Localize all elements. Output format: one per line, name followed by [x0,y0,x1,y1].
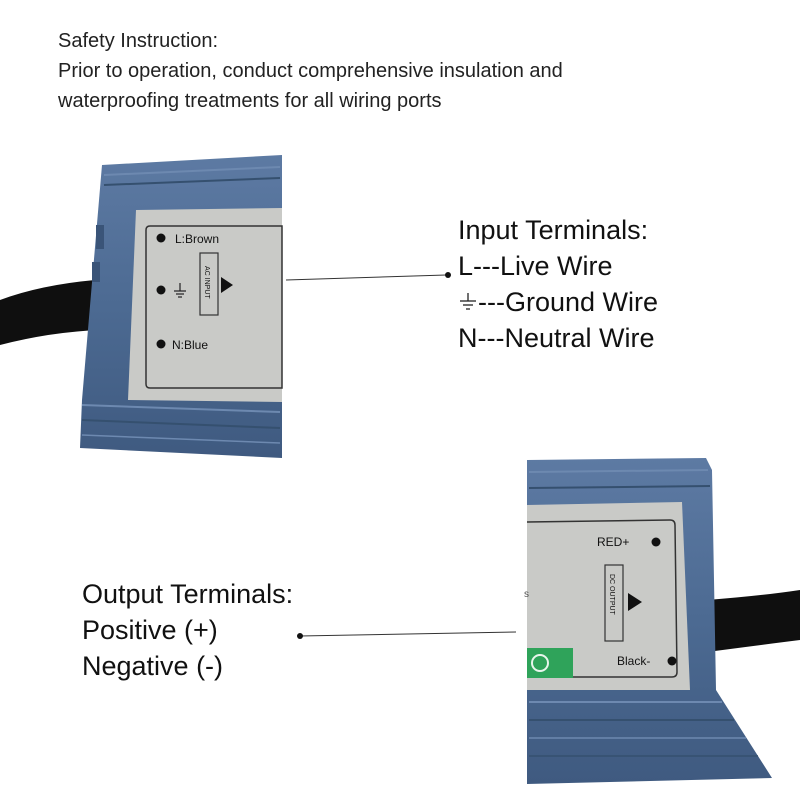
input-cable [0,280,100,345]
output-terminals-legend: Output Terminals: Positive (+) Negative … [82,576,293,684]
input-neutral-text: N---Neutral Wire [458,323,655,353]
output-positive-text: Positive (+) [82,615,218,645]
safety-line-2: waterproofing treatments for all wiring … [58,90,442,112]
output-terminals-heading: Output Terminals: [82,579,294,609]
positive-dot-icon [651,537,661,547]
svg-text:s: s [524,589,529,600]
neutral-dot-icon [156,339,166,349]
input-live-text: L---Live Wire [458,251,613,281]
recycle-icon [531,654,549,672]
input-ground-row: ---Ground Wire [458,284,658,320]
output-arrow-icon [628,593,642,611]
safety-line-1: Prior to operation, conduct comprehensiv… [58,60,563,82]
output-cable [707,590,800,652]
output-end-housing: s [524,458,800,784]
input-terminals-heading: Input Terminals: [458,215,649,245]
recycle-badge [527,648,573,678]
safety-instruction: Safety Instruction: Prior to operation, … [58,26,563,116]
ground-dot-icon [156,285,166,295]
input-arrow-icon [221,277,233,293]
output-label-panel [527,502,690,690]
output-negative-text: Negative (-) [82,651,224,681]
input-terminals-legend: Input Terminals: L---Live Wire ---Ground… [458,212,658,356]
ground-symbol-icon [174,283,186,298]
input-label-panel [128,208,282,402]
input-end-housing [0,155,283,458]
live-dot-icon [156,233,166,243]
ground-symbol-icon [460,293,476,310]
safety-heading: Safety Instruction: [58,30,219,52]
input-ground-text: ---Ground Wire [478,287,659,317]
negative-dot-icon [667,656,677,666]
